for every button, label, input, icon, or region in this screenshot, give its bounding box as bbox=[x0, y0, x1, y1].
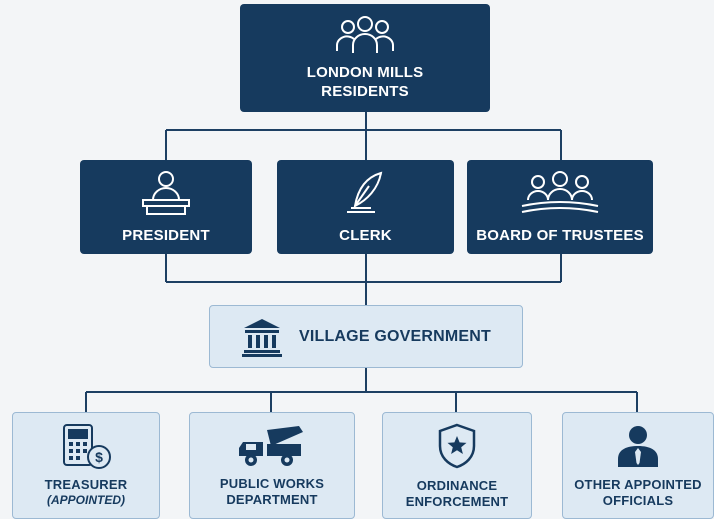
village-government-label: VILLAGE GOVERNMENT bbox=[298, 327, 492, 345]
people-group-icon bbox=[336, 16, 394, 53]
other-officials-label-line2: OFFICIALS bbox=[602, 492, 674, 508]
public-works-label-line2: DEPARTMENT bbox=[226, 491, 318, 507]
residents-title-line1: LONDON MILLS bbox=[306, 64, 424, 81]
person-tie-icon bbox=[618, 425, 658, 467]
truck-icon bbox=[239, 425, 303, 466]
ordinance-box: ORDINANCE ENFORCEMENT bbox=[382, 412, 532, 519]
calculator-dollar-icon: $ bbox=[63, 424, 111, 469]
clerk-label: CLERK bbox=[339, 226, 392, 244]
public-works-box: PUBLIC WORKS DEPARTMENT bbox=[189, 412, 355, 519]
public-works-label-line1: PUBLIC WORKS bbox=[219, 475, 325, 491]
clerk-box: CLERK bbox=[277, 160, 454, 254]
ordinance-label-line1: ORDINANCE bbox=[416, 477, 498, 493]
board-label: BOARD OF TRUSTEES bbox=[476, 226, 644, 244]
residents-box: LONDON MILLS RESIDENTS bbox=[240, 4, 490, 112]
other-officials-box: OTHER APPOINTED OFFICIALS bbox=[562, 412, 714, 519]
other-officials-label-line1: OTHER APPOINTED bbox=[574, 476, 702, 492]
podium-speaker-icon bbox=[142, 170, 190, 215]
treasurer-sublabel: (APPOINTED) bbox=[47, 493, 125, 507]
quill-pen-icon bbox=[346, 171, 382, 213]
treasurer-label: TREASURER bbox=[44, 477, 128, 492]
treasurer-box: $ TREASURER (APPOINTED) bbox=[12, 412, 160, 519]
board-box: BOARD OF TRUSTEES bbox=[467, 160, 653, 254]
shield-star-icon bbox=[438, 423, 476, 468]
government-building-icon bbox=[241, 318, 282, 357]
president-box: PRESIDENT bbox=[80, 160, 252, 254]
president-label: PRESIDENT bbox=[122, 226, 210, 244]
svg-text:$: $ bbox=[95, 449, 103, 465]
board-group-icon bbox=[521, 170, 599, 213]
ordinance-label-line2: ENFORCEMENT bbox=[405, 493, 509, 509]
village-government-box: VILLAGE GOVERNMENT bbox=[209, 305, 523, 368]
residents-title-line2: RESIDENTS bbox=[321, 83, 409, 100]
